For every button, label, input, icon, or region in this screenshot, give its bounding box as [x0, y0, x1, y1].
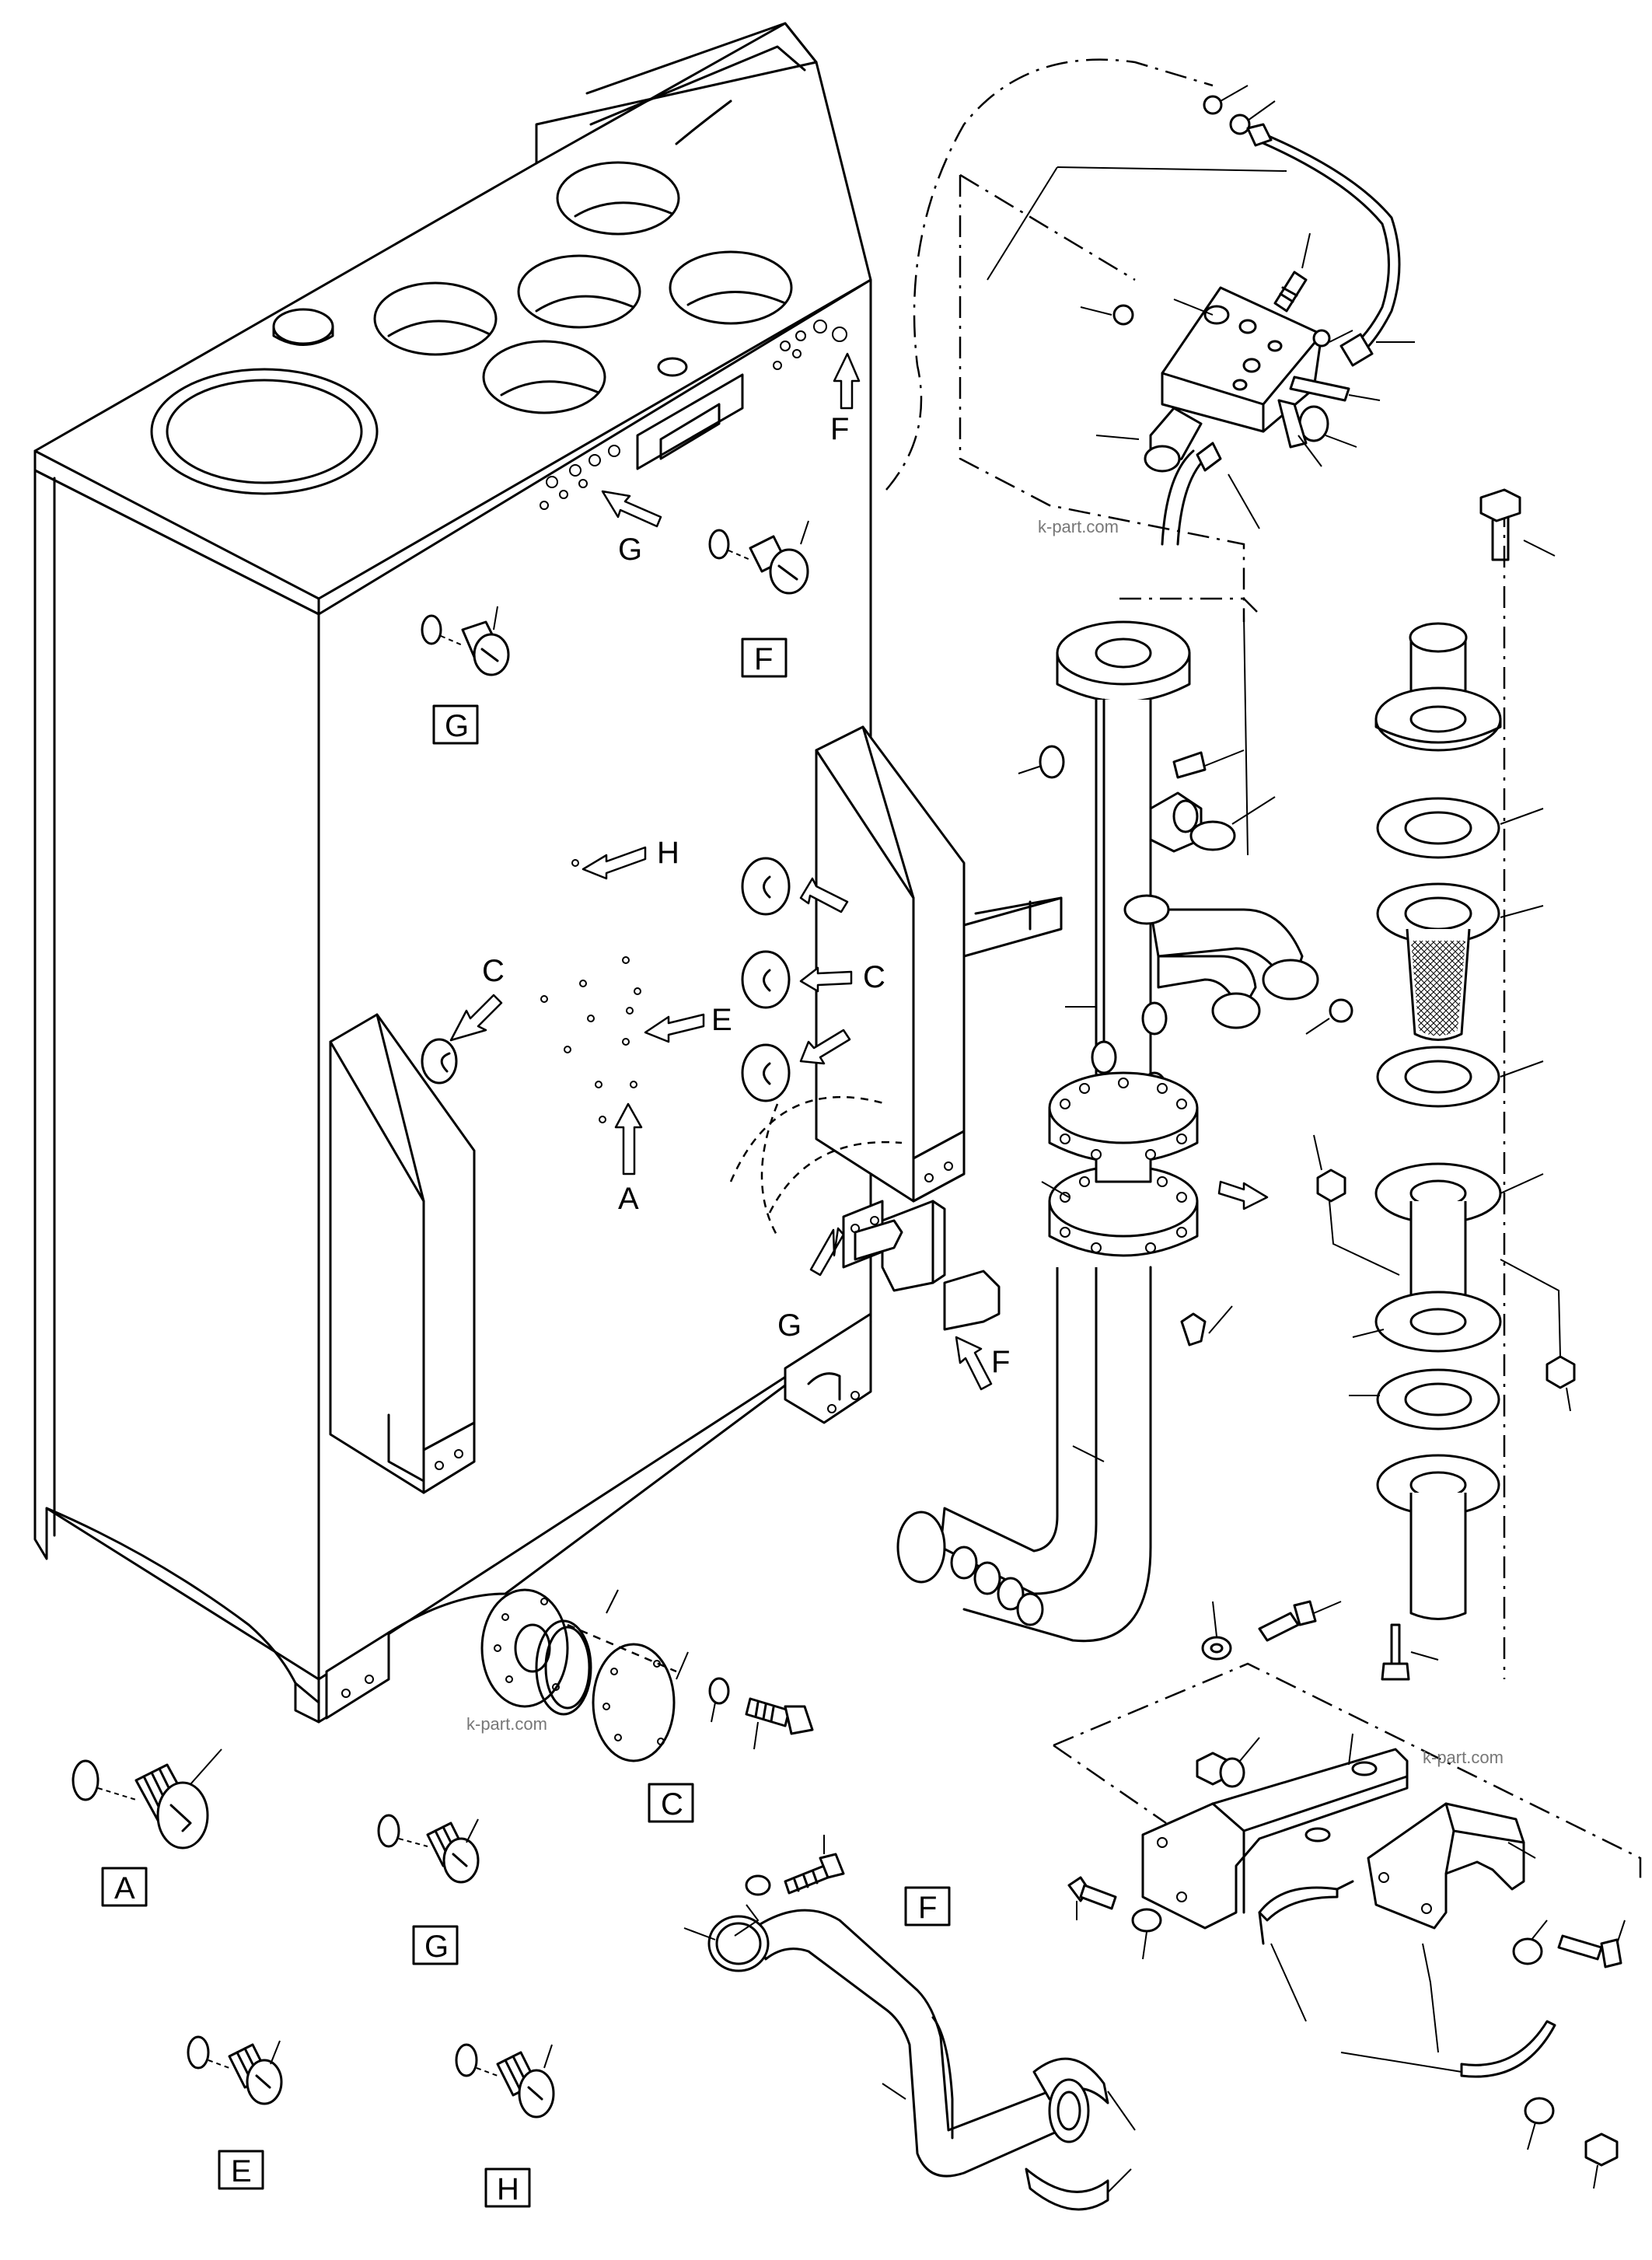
view-label-c: C [482, 954, 505, 988]
view-label-g: G [777, 1308, 802, 1343]
boxed-label-a: A [101, 1867, 148, 1907]
boxed-label-e: E [218, 2150, 264, 2190]
view-label-c: C [863, 960, 885, 994]
plug-g-on-tank [421, 606, 510, 676]
plug-detail-e [187, 2035, 283, 2105]
boxed-label-g: G [432, 704, 479, 745]
watermark: k-part.com [466, 1714, 547, 1734]
valve-block-inset [885, 58, 1415, 622]
view-label-h: H [657, 836, 679, 870]
watermark: k-part.com [1038, 517, 1119, 536]
svg-text:G: G [424, 1930, 449, 1964]
c-flange-parts [480, 1588, 814, 1762]
view-label-f: F [991, 1345, 1010, 1379]
plug-detail-a [72, 1748, 222, 1850]
svg-text:F: F [754, 642, 773, 676]
view-label-a: A [618, 1182, 639, 1216]
boxed-label-h: H [484, 2167, 531, 2208]
svg-text:F: F [918, 1891, 937, 1925]
svg-text:C: C [661, 1787, 683, 1822]
mounting-bracket-assembly [1053, 1600, 1642, 2189]
svg-text:A: A [114, 1871, 135, 1905]
boxed-label-f: F [904, 1886, 951, 1926]
plug-f-on-tank [708, 520, 809, 595]
watermark: k-part.com [1423, 1748, 1504, 1767]
hydraulic-tank-body [33, 22, 1063, 1724]
boxed-label-f: F [741, 637, 788, 678]
svg-text:E: E [231, 2154, 252, 2188]
return-filter-pipe-assembly [896, 597, 1353, 1643]
boxed-label-c: C [648, 1783, 694, 1823]
view-label-e: E [711, 1003, 732, 1037]
view-label-g: G [618, 533, 642, 567]
plug-detail-h [455, 2043, 555, 2119]
f-pipe-detail [683, 1835, 1136, 2211]
svg-text:H: H [497, 2172, 519, 2206]
view-label-f: F [830, 412, 849, 446]
plug-detail-g [377, 1814, 480, 1884]
svg-text:G: G [445, 709, 469, 743]
filter-stack [1313, 488, 1576, 1681]
boxed-label-g: G [412, 1925, 459, 1965]
